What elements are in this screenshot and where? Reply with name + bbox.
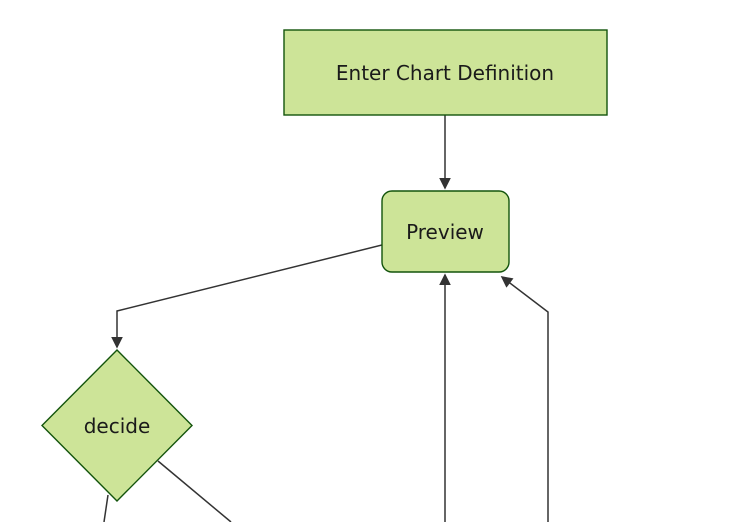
- node-enter-chart-definition: Enter Chart Definition: [283, 29, 608, 116]
- decide-diamond: [41, 349, 193, 502]
- edge-offscreen-bottom-to-preview-2: [502, 277, 549, 522]
- node-decide: decide: [41, 349, 193, 502]
- preview-box: [381, 190, 510, 273]
- node-preview: Preview: [381, 190, 510, 273]
- enter-chart-definition-box: [283, 29, 608, 116]
- enter-chart-definition-label: Enter Chart Definition: [336, 61, 554, 85]
- edge-decide-to-offscreen-bottom-1: [103, 494, 109, 522]
- decide-label: decide: [84, 414, 151, 438]
- edge-preview-to-decide: [117, 244, 383, 347]
- preview-label: Preview: [406, 220, 484, 244]
- edge-decide-to-offscreen-bottom-2: [157, 460, 232, 522]
